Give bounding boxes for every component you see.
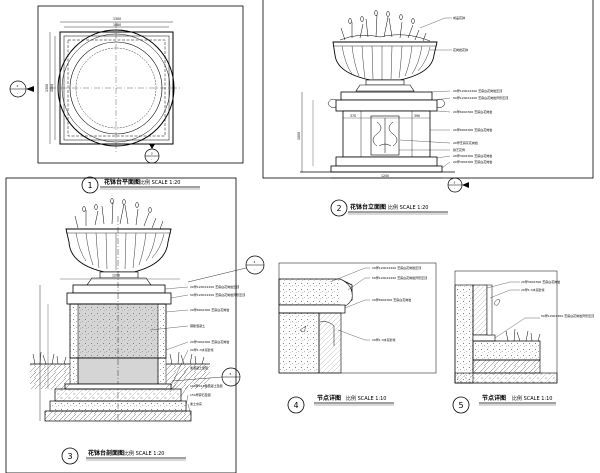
svg-text:5: 5 <box>230 372 232 376</box>
view-title-5: 5 节点详图 比例 SCALE 1:10 <box>452 394 556 414</box>
svg-text:花钵台平面图: 花钵台平面图 <box>104 178 140 186</box>
svg-text:素土夯实: 素土夯实 <box>190 401 202 406</box>
view-title-1: 1 花钵台平面图 比例 SCALE 1:20 <box>81 176 200 194</box>
svg-text:50厚1200X1200 芝麻白花岗岩异形压顶: 50厚1200X1200 芝麻白花岗岩异形压顶 <box>372 275 427 280</box>
section-view: 1200 <box>5 177 265 473</box>
svg-text:1000: 1000 <box>297 132 301 140</box>
svg-text:390: 390 <box>414 114 420 118</box>
svg-text:铁艺花饰: 铁艺花饰 <box>453 147 465 152</box>
view-title-4: 4 节点详图 比例 SCALE 1:10 <box>287 394 394 414</box>
svg-text:20厚1:3水泥砂浆: 20厚1:3水泥砂浆 <box>372 337 396 342</box>
svg-text:20厚300X300 芝麻白花岗岩: 20厚300X300 芝麻白花岗岩 <box>521 279 560 284</box>
elevation-notes: 成品花钵 花岗岩花钵 20厚1200X1200 芝麻白花岗岩压顶 50厚1200… <box>453 15 508 164</box>
svg-text:-: - <box>454 187 455 191</box>
svg-text:370: 370 <box>350 114 356 118</box>
svg-text:-: - <box>230 379 231 383</box>
svg-text:20厚600X300 芝麻白花岗岩: 20厚600X300 芝麻白花岗岩 <box>190 307 229 312</box>
svg-text:1080: 1080 <box>50 84 54 92</box>
svg-text:1200: 1200 <box>112 274 120 278</box>
svg-text:节点详图: 节点详图 <box>317 394 341 402</box>
plan-frame <box>37 5 244 164</box>
detail-4-notes: 20厚1200X1200 芝麻白花岗岩压顶 50厚1200X1200 芝麻白花岗… <box>372 265 427 342</box>
svg-text:20厚600X300 芝麻白花岗岩: 20厚600X300 芝麻白花岗岩 <box>372 297 411 302</box>
detail-callout-5: 5 - <box>171 367 241 387</box>
svg-text:20厚芝麻灰花岗岩: 20厚芝麻灰花岗岩 <box>453 140 478 145</box>
elevation-basin <box>332 41 438 81</box>
svg-text:比例 SCALE 1:20: 比例 SCALE 1:20 <box>124 450 164 457</box>
svg-text:比例 SCALE 1:20: 比例 SCALE 1:20 <box>140 179 180 186</box>
svg-text:100厚C15素混凝土垫层: 100厚C15素混凝土垫层 <box>190 383 223 388</box>
view-title-2: 2 花钵台立面图 比例 SCALE 1:20 <box>330 199 448 217</box>
elev-dim-width: 1200 <box>381 174 389 178</box>
svg-text:20厚300X300 芝麻白花岗岩: 20厚300X300 芝麻白花岗岩 <box>190 339 229 344</box>
svg-text:3: 3 <box>68 452 73 461</box>
elevation-flowers <box>339 9 431 42</box>
section-frame <box>5 177 237 473</box>
svg-text:钢筋混凝土: 钢筋混凝土 <box>190 323 205 328</box>
svg-text:50厚1200X1200 芝麻白花岗岩异形压顶: 50厚1200X1200 芝麻白花岗岩异形压顶 <box>190 292 245 297</box>
svg-text:50厚1200X1200 芝麻白花岗岩异形压顶: 50厚1200X1200 芝麻白花岗岩异形压顶 <box>453 95 508 100</box>
svg-text:20厚1:3水泥砂浆: 20厚1:3水泥砂浆 <box>521 287 545 292</box>
svg-text:20厚600X300 芝麻白花岗岩: 20厚600X300 芝麻白花岗岩 <box>453 109 492 114</box>
svg-text:花钵台剖面图: 花钵台剖面图 <box>88 449 124 457</box>
detail-callout-4: 4 - <box>187 255 265 283</box>
svg-text:节点详图: 节点详图 <box>482 394 506 402</box>
svg-text:花钵台立面图: 花钵台立面图 <box>350 203 386 211</box>
detail-5-view: 20厚300X300 芝麻白花岗岩 20厚1:3水泥砂浆 50厚1200X300… <box>452 270 594 414</box>
section-marker-elev: 3 - <box>447 177 469 193</box>
svg-text:1: 1 <box>88 181 93 190</box>
detail-5-notes: 20厚300X300 芝麻白花岗岩 20厚1:3水泥砂浆 50厚1200X300… <box>521 279 594 318</box>
svg-text:-: - <box>151 158 152 162</box>
elevation-capital <box>340 91 433 101</box>
svg-text:-: - <box>17 91 18 95</box>
svg-text:5: 5 <box>459 401 464 410</box>
svg-text:素混凝土垫层: 素混凝土垫层 <box>190 365 208 370</box>
svg-text:20厚300X300 芝麻白花岗岩: 20厚300X300 芝麻白花岗岩 <box>453 153 492 158</box>
section-basin <box>65 228 172 273</box>
svg-text:4: 4 <box>294 401 299 410</box>
svg-text:比例 SCALE 1:10: 比例 SCALE 1:10 <box>346 395 386 402</box>
svg-text:20厚300X300 芝麻白花岗岩: 20厚300X300 芝麻白花岗岩 <box>453 159 492 164</box>
svg-text:比例 SCALE 1:20: 比例 SCALE 1:20 <box>388 204 428 211</box>
plan-dim-inner: 1080 <box>113 23 121 27</box>
svg-text:1300: 1300 <box>45 84 49 92</box>
elevation-view: 1200 370 390 1000 成品花钵 花岗岩花钵 20厚1200X120… <box>262 0 594 217</box>
svg-text:20厚1200X1200 芝麻白花岗岩压顶: 20厚1200X1200 芝麻白花岗岩压顶 <box>453 88 502 93</box>
svg-text:20厚600X300 芝麻白花岗岩: 20厚600X300 芝麻白花岗岩 <box>453 127 492 132</box>
plan-view: 1300 1080 1300 1080 2 - 3 - 1 花钵台平面图 比例 … <box>9 5 244 194</box>
svg-text:4: 4 <box>254 260 256 264</box>
svg-text:20厚1200X1200 芝麻白花岗岩压顶: 20厚1200X1200 芝麻白花岗岩压顶 <box>372 265 421 270</box>
svg-text:2: 2 <box>17 84 19 88</box>
detail-4-view: 20厚1200X1200 芝麻白花岗岩压顶 50厚1200X1200 芝麻白花岗… <box>278 262 437 414</box>
svg-text:50厚1200X300 芝麻白花岗岩异形压顶: 50厚1200X300 芝麻白花岗岩异形压顶 <box>541 313 594 318</box>
svg-text:2: 2 <box>337 204 342 213</box>
svg-text:3: 3 <box>454 181 456 185</box>
view-title-3: 3 花钵台剖面图 比例 SCALE 1:20 <box>61 447 186 465</box>
svg-text:20厚1:3水泥砂浆: 20厚1:3水泥砂浆 <box>190 347 214 352</box>
svg-text:3: 3 <box>151 152 153 156</box>
svg-text:-: - <box>254 267 255 271</box>
svg-text:成品花钵: 成品花钵 <box>453 15 465 20</box>
svg-text:花岗岩花钵: 花岗岩花钵 <box>453 47 468 52</box>
section-marker-3: 3 - <box>144 144 160 164</box>
svg-text:20厚1200X1200 芝麻白花岗岩压顶: 20厚1200X1200 芝麻白花岗岩压顶 <box>190 284 239 289</box>
section-marker-2: 2 - <box>9 80 34 98</box>
section-notes: 20厚1200X1200 芝麻白花岗岩压顶 50厚1200X1200 芝麻白花岗… <box>190 284 245 406</box>
svg-text:比例 SCALE 1:10: 比例 SCALE 1:10 <box>512 395 552 402</box>
plan-dim-outer: 1300 <box>113 17 121 21</box>
svg-text:150厚碎石垫层: 150厚碎石垫层 <box>190 392 211 397</box>
